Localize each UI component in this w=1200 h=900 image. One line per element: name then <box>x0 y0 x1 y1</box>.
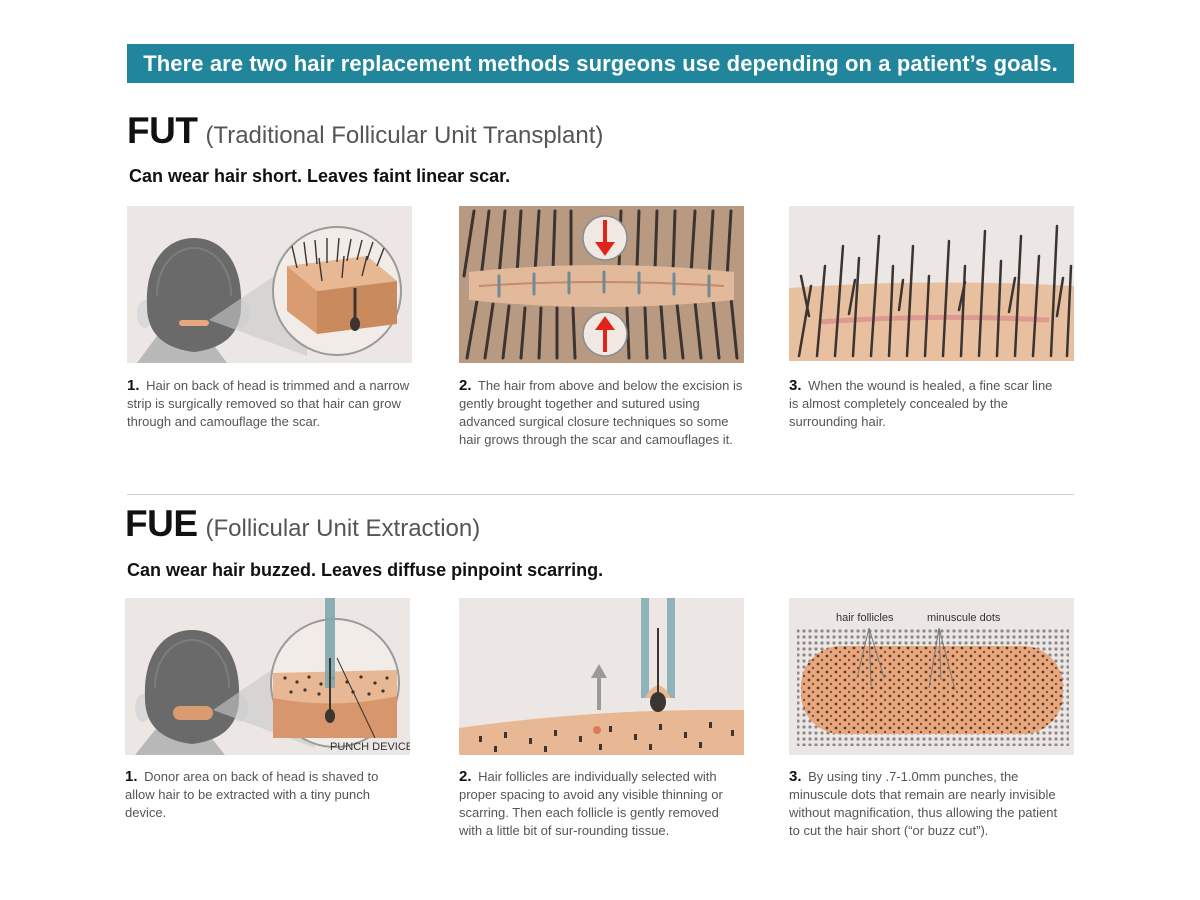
fut-full-name: (Traditional Follicular Unit Transplant) <box>205 122 604 149</box>
fue-heading: FUE (Follicular Unit Extraction) <box>125 503 480 545</box>
fue-full-name: (Follicular Unit Extraction) <box>205 515 481 542</box>
fut-step3-illustration <box>789 206 1074 361</box>
fut-step1-caption: 1. Hair on back of head is trimmed and a… <box>127 377 412 431</box>
fut-heading: FUT (Traditional Follicular Unit Transpl… <box>127 110 603 152</box>
fut-step1-illustration <box>127 206 412 363</box>
punch-device-label: PUNCH DEVICE <box>330 741 410 753</box>
hair-follicles-label: hair follicles <box>836 612 894 624</box>
fue-step3-number: 3. <box>789 768 802 785</box>
fue-step3-text: By using tiny .7-1.0mm punches, the minu… <box>789 769 1058 838</box>
fut-step1-number: 1. <box>127 377 140 394</box>
fue-step2-illustration <box>459 598 744 755</box>
fue-step2-number: 2. <box>459 768 472 785</box>
fut-abbr: FUT <box>127 110 198 151</box>
fue-step2-text: Hair follicles are individually selected… <box>459 769 723 838</box>
fue-tagline: Can wear hair buzzed. Leaves diffuse pin… <box>127 560 604 580</box>
fut-step2-caption: 2. The hair from above and below the exc… <box>459 377 744 449</box>
minuscule-dots-label: minuscule dots <box>927 612 1001 624</box>
fue-step2-caption: 2. Hair follicles are individually selec… <box>459 768 729 840</box>
section-divider <box>127 494 1074 495</box>
fut-step3-number: 3. <box>789 377 802 394</box>
fue-step1-number: 1. <box>125 768 138 785</box>
fut-step3-text: When the wound is healed, a fine scar li… <box>789 378 1053 429</box>
fut-step2-number: 2. <box>459 377 472 394</box>
fue-step1-illustration: PUNCH DEVICE <box>125 598 410 755</box>
fue-step3-illustration: hair follicles minuscule dots <box>789 598 1074 755</box>
fut-tagline: Can wear hair short. Leaves faint linear… <box>129 166 511 186</box>
fut-step3-caption: 3. When the wound is healed, a fine scar… <box>789 377 1059 431</box>
fut-step1-text: Hair on back of head is trimmed and a na… <box>127 378 410 429</box>
fut-step2-illustration <box>459 206 744 363</box>
fut-step2-text: The hair from above and below the excisi… <box>459 378 743 447</box>
fue-step1-text: Donor area on back of head is shaved to … <box>125 769 379 820</box>
fue-step3-caption: 3. By using tiny .7-1.0mm punches, the m… <box>789 768 1059 840</box>
fue-abbr: FUE <box>125 503 198 544</box>
header-banner: There are two hair replacement methods s… <box>127 44 1074 83</box>
fue-step1-caption: 1. Donor area on back of head is shaved … <box>125 768 410 822</box>
